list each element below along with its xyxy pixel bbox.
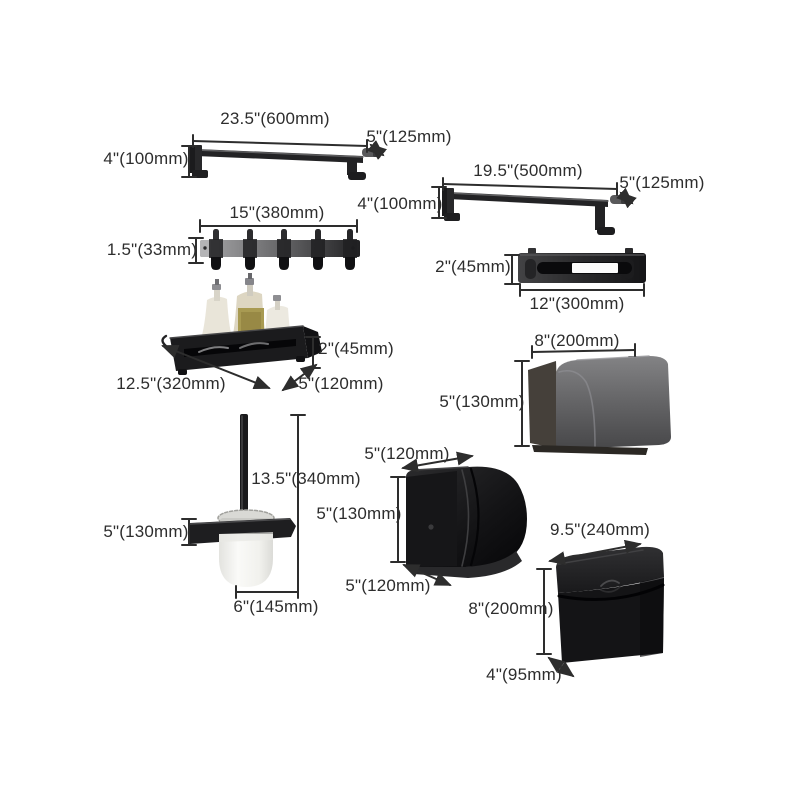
covered-holder-length-label: 8"(200mm) (534, 331, 620, 350)
brush-base-label: 6"(145mm) (233, 597, 319, 616)
toilet-brush-illustration (189, 414, 296, 587)
toilet-brush-dim-lines (181, 414, 306, 599)
covered-paper-holder-dim-lines (514, 343, 636, 447)
roll-holder-height-label: 5"(130mm) (316, 504, 402, 523)
roll-holder-depth-label: 5"(120mm) (345, 576, 431, 595)
bar600-depth-label: 5"(125mm) (366, 127, 452, 146)
towel-rail-underside-dim-lines (504, 254, 645, 297)
bar500-depth-label: 5"(125mm) (619, 173, 705, 192)
tissue-box-illustration (556, 546, 665, 663)
shelf-basket-illustration (161, 273, 322, 375)
shelf-length-label: 12.5"(320mm) (116, 374, 226, 393)
underside-length-label: 12"(300mm) (529, 294, 625, 313)
brush-height-label: 13.5"(340mm) (251, 469, 361, 488)
shelf-height-label: 2"(45mm) (318, 339, 394, 358)
hook-rail-length-label: 15"(380mm) (229, 203, 325, 222)
roll-paper-holder-illustration (406, 466, 527, 578)
bar600-height-label: 4"(100mm) (103, 149, 189, 168)
towel-rail-underside-illustration (518, 248, 646, 283)
covered-holder-height-label: 5"(130mm) (439, 392, 525, 411)
bar600-length-label: 23.5"(600mm) (220, 109, 330, 128)
covered-paper-holder-illustration (528, 355, 671, 455)
roll-holder-width-label: 5"(120mm) (364, 444, 450, 463)
towel-bar-500-illustration (442, 188, 627, 235)
towel-bar-600-illustration (190, 145, 379, 180)
bar500-length-label: 19.5"(500mm) (473, 161, 583, 180)
underside-height-label: 2"(45mm) (435, 257, 511, 276)
brush-mount-label: 5"(130mm) (103, 522, 189, 541)
shelf-depth-label: 5"(120mm) (298, 374, 384, 393)
towel-bar-500-dim-lines (431, 177, 637, 219)
tissue-box-depth-label: 4"(95mm) (486, 665, 562, 684)
shelf-basket-dim-lines (161, 336, 321, 392)
hook-rail-illustration (200, 229, 360, 270)
hook-rail-dim-lines (188, 219, 358, 264)
roll-paper-holder-dim-lines (390, 451, 474, 586)
bar500-height-label: 4"(100mm) (357, 194, 443, 213)
tissue-box-length-label: 9.5"(240mm) (550, 520, 650, 539)
tissue-box-dim-lines (536, 539, 642, 678)
tissue-box-height-label: 8"(200mm) (468, 599, 554, 618)
towel-bar-600-dim-lines (181, 134, 388, 178)
hook-rail-height-label: 1.5"(33mm) (106, 240, 198, 259)
